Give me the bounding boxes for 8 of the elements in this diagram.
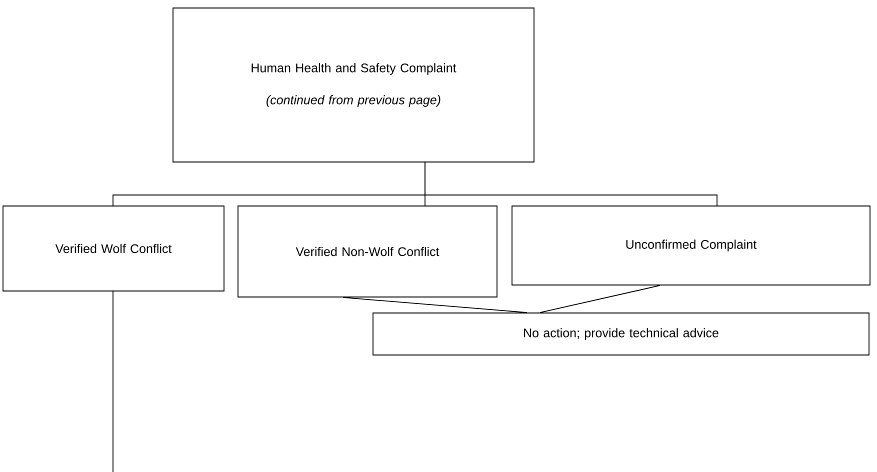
connector-line xyxy=(540,285,660,313)
process-box: Verified Wolf Conflict xyxy=(2,206,224,292)
heading-box: Human Health and Safety Complaint (continued from previous page) xyxy=(172,8,534,162)
process-box: Unconfirmed Complaint xyxy=(512,206,870,286)
connector-line xyxy=(112,291,114,472)
connector-line xyxy=(342,297,528,313)
outcome-box: No action; provide technical advice xyxy=(372,312,870,356)
process-box: Verified Non-Wolf Conflict xyxy=(238,206,498,298)
